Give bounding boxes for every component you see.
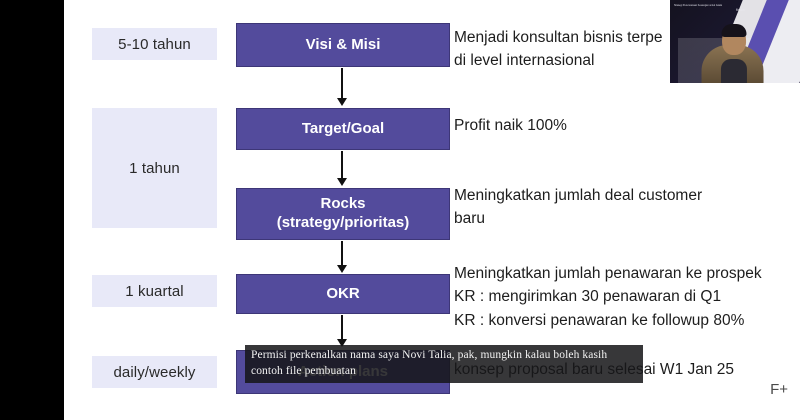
stage-title: Target/Goal xyxy=(301,119,385,137)
flow-arrow-1 xyxy=(336,68,348,106)
arrow-head xyxy=(337,178,347,186)
stage-box-rocks: Rocks (strategy/prioritas) xyxy=(236,188,450,240)
flow-arrow-3 xyxy=(336,241,348,273)
pip-background: Strategi Perencanaan Keuangan untuk Goal… xyxy=(670,0,800,83)
stage-title: OKR xyxy=(326,284,360,302)
stage-title: Visi & Misi xyxy=(305,35,381,53)
arrow-shaft xyxy=(341,151,343,179)
participant-hair xyxy=(721,24,747,37)
stage-title: Rocks xyxy=(320,195,366,213)
stage-box-target-goal: Target/Goal xyxy=(236,108,450,150)
stage-description-rocks: Meningkatkan jumlah deal customer baru xyxy=(454,187,703,228)
stage-box-okr: OKR xyxy=(236,274,450,314)
arrow-head xyxy=(337,265,347,273)
timeframe-chip-daily: daily/weekly xyxy=(92,356,217,388)
arrow-head xyxy=(337,339,347,347)
stage-box-visi-misi: Visi & Misi xyxy=(236,23,450,67)
stage-subtitle: (strategy/prioritas) xyxy=(276,214,410,231)
webcam-pip[interactable]: Strategi Perencanaan Keuangan untuk Goal… xyxy=(670,0,800,83)
arrow-shaft xyxy=(341,241,343,266)
watermark-logo: F+ xyxy=(770,381,788,398)
flow-arrow-4 xyxy=(336,315,348,347)
pip-slide-heading: Strategi Perencanaan Keuangan untuk Goal… xyxy=(674,4,723,7)
timeframe-label: 1 tahun xyxy=(129,159,180,177)
stage-description-target-goal: Profit naik 100% xyxy=(454,117,567,134)
timeframe-label: 5-10 tahun xyxy=(118,35,191,53)
arrow-shaft xyxy=(341,315,343,340)
stage-description-visi-misi: Menjadi konsultan bisnis terpe di level … xyxy=(454,29,663,70)
timeframe-label: daily/weekly xyxy=(113,363,196,381)
live-caption-overlay: Permisi perkenalkan nama saya Novi Talia… xyxy=(245,345,643,384)
stage-description-okr: Meningkatkan jumlah penawaran ke prospek… xyxy=(454,265,762,329)
arrow-head xyxy=(337,98,347,106)
timeframe-chip-vision: 5-10 tahun xyxy=(92,28,217,60)
timeframe-label: 1 kuartal xyxy=(125,282,184,300)
timeframe-chip-quarterly: 1 kuartal xyxy=(92,275,217,307)
timeframe-chip-annual: 1 tahun xyxy=(92,108,217,228)
participant-shirt xyxy=(720,59,747,83)
flow-arrow-2 xyxy=(336,151,348,186)
pip-slide-logo: finder xyxy=(736,8,746,12)
arrow-shaft xyxy=(341,68,343,99)
